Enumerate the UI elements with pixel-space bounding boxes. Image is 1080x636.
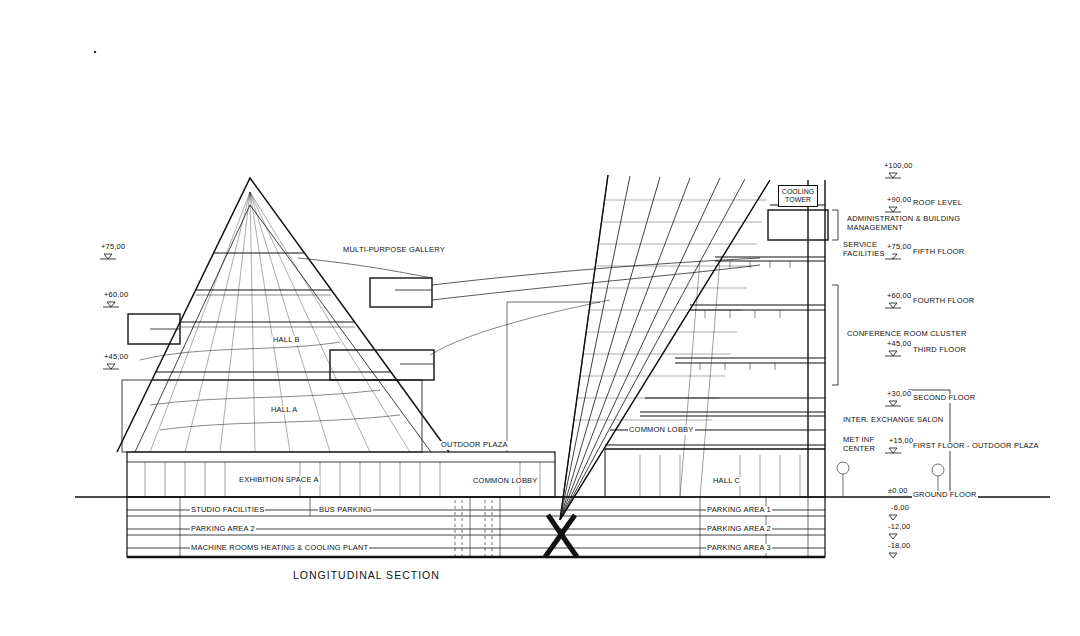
section-label: +45,00 xyxy=(886,340,912,349)
section-label: FIFTH FLOOR xyxy=(912,248,965,257)
section-label: FOURTH FLOOR xyxy=(912,297,975,306)
section-label: GROUND FLOOR xyxy=(912,491,978,500)
section-label: +30,00 xyxy=(886,390,912,399)
drawing-caption: LONGITUDINAL SECTION xyxy=(293,569,440,581)
section-label: PARKING AREA 1 xyxy=(706,506,772,515)
section-label: +75,00 xyxy=(886,243,912,252)
section-label: FIRST FLOOR - OUTDOOR PLAZA xyxy=(912,442,1040,451)
section-label: +15,00 xyxy=(888,437,914,446)
section-label: +75,00 xyxy=(100,243,126,252)
section-label: INTER. EXCHANGE SALON xyxy=(842,416,944,425)
section-label: +60,00 xyxy=(103,291,129,300)
section-label: +60,00 xyxy=(886,292,912,301)
section-label: THIRD FLOOR xyxy=(912,346,967,355)
section-label: +90,00 xyxy=(886,196,912,205)
section-label: +100,00 xyxy=(883,162,914,171)
section-label: EXHIBITION SPACE A xyxy=(238,476,320,485)
section-label: ±0,00 xyxy=(887,487,909,496)
section-label: CONFERENCE ROOM CLUSTER xyxy=(846,330,968,339)
section-label: SERVICE FACILITIES xyxy=(842,241,892,258)
section-label: HALL B xyxy=(272,336,301,345)
box-label: COOLING TOWER xyxy=(781,188,815,203)
section-label: ROOF LEVEL xyxy=(912,199,963,208)
section-label: BUS PARKING xyxy=(318,506,373,515)
section-label: PARKING AREA 2 xyxy=(190,525,256,534)
section-label: PARKING AREA 3 xyxy=(706,544,772,553)
section-label: HALL C xyxy=(712,477,741,486)
section-label: MET INF CENTER xyxy=(842,436,884,453)
section-label: COMMON LOBBY xyxy=(628,426,695,435)
section-label: -12,00 xyxy=(887,523,911,532)
section-label: OUTDOOR PLAZA xyxy=(440,441,509,450)
section-label: HALL A xyxy=(270,406,298,415)
section-label: PARKING AREA 2 xyxy=(706,525,772,534)
section-label: MACHINE ROOMS HEATING & COOLING PLANT xyxy=(190,544,369,553)
section-label: -18,00 xyxy=(887,542,911,551)
section-label: COMMON LOBBY xyxy=(472,477,539,486)
section-label: STUDIO FACILITIES xyxy=(190,506,265,515)
equipment-box: COOLING TOWER xyxy=(778,185,818,207)
section-label: -6,00 xyxy=(890,504,910,513)
section-label: +45,00 xyxy=(103,353,129,362)
section-label: ADMINISTRATION & BUILDING MANAGEMENT xyxy=(846,215,980,232)
section-label: SECOND FLOOR xyxy=(912,394,976,403)
section-label: MULTI-PURPOSE GALLERY xyxy=(342,246,446,255)
